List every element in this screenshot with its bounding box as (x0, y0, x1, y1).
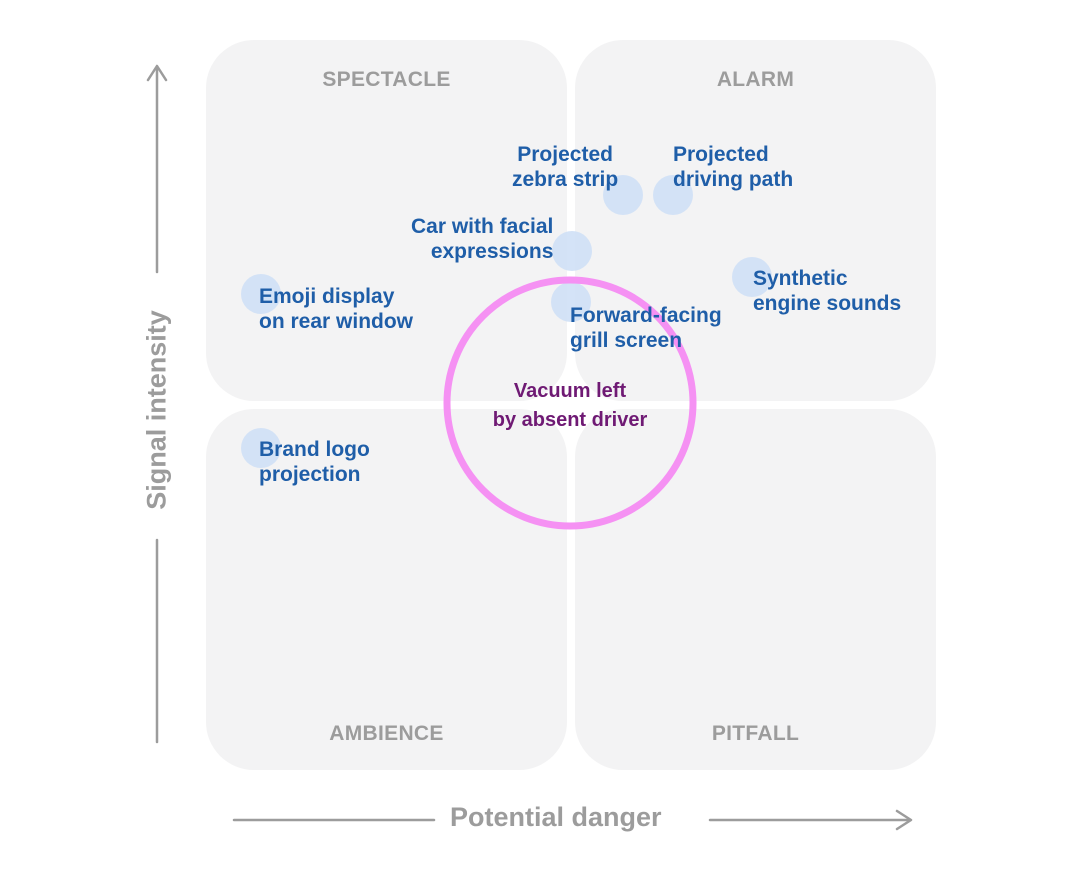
item-dot-synthetic-engine-sounds (732, 257, 772, 297)
quadrant-alarm: ALARM (575, 40, 936, 401)
y-axis-title: Signal intensity (141, 310, 172, 510)
item-label-forward-facing-grill: Forward-facing grill screen (570, 304, 722, 352)
item-label-brand-logo-projection: Brand logo projection (259, 438, 370, 486)
item-dot-brand-logo-projection (241, 428, 281, 468)
item-dot-projected-zebra-strip (603, 175, 643, 215)
x-axis (232, 809, 913, 831)
quadrant-pitfall: PITFALL (575, 409, 936, 770)
quadrant-label-pitfall: PITFALL (711, 722, 800, 745)
quadrant-label-ambience: AMBIENCE (329, 722, 444, 745)
y-axis (146, 64, 168, 744)
x-axis-arrow-icon (895, 809, 913, 831)
center-ring (443, 276, 697, 530)
item-label-car-facial-expressions: Car with facial expressions (411, 215, 554, 263)
quadrant-ambience: AMBIENCE (206, 409, 567, 770)
item-dot-forward-facing-grill (551, 282, 591, 322)
item-label-projected-zebra-strip: Projected zebra strip (512, 143, 619, 191)
item-label-projected-driving-path: Projected driving path (673, 143, 794, 191)
y-axis-arrow-icon (146, 64, 168, 82)
item-label-synthetic-engine-sounds: Synthetic engine sounds (753, 267, 902, 315)
x-axis-title: Potential danger (450, 802, 662, 832)
center-concept-label: Vacuum left by absent driver (492, 380, 648, 431)
item-label-emoji-display: Emoji display on rear window (259, 285, 414, 333)
quadrant-spectacle: SPECTACLE (206, 40, 567, 401)
item-dot-car-facial-expressions (552, 231, 592, 271)
item-dot-emoji-display (241, 274, 281, 314)
quadrant-label-spectacle: SPECTACLE (322, 68, 451, 91)
item-dot-projected-driving-path (653, 175, 693, 215)
quadrant-label-alarm: ALARM (716, 68, 795, 91)
